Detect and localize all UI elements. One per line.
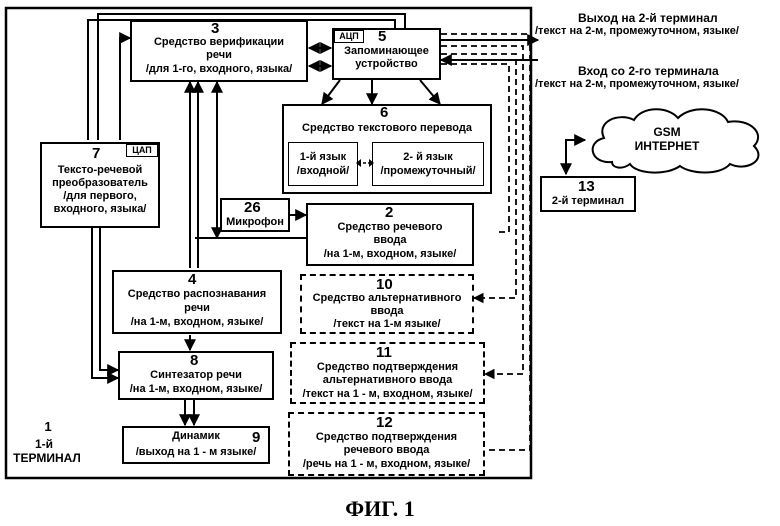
block-11-number: 11 — [376, 344, 392, 361]
block-6-first-language-line1: 1-й язык — [299, 151, 347, 163]
block-4-line3: /на 1-м, входном, языке/ — [130, 316, 264, 328]
terminal-1-label-line1: 1-й — [34, 437, 54, 451]
block-6-first-language-line2: /входной/ — [296, 165, 350, 177]
block-11-line1: Средство подтверждения — [316, 361, 459, 373]
block-12-line3: /речь на 1 - м, входном, языке/ — [302, 458, 471, 470]
block-10-alternative-input — [300, 274, 474, 334]
block-5-adc-tag: АЦП — [334, 30, 364, 43]
block-2-number: 2 — [385, 204, 394, 221]
block-3-number: 3 — [211, 20, 220, 37]
block-5-line1: Запоминающее — [344, 45, 429, 57]
block-9-line1: Динамик — [172, 430, 220, 442]
block-5-number: 5 — [378, 28, 387, 45]
block-11-line3: /текст на 1 - м, входном, языке/ — [302, 388, 473, 400]
terminal-1-label-line2: ТЕРМИНАЛ — [13, 451, 81, 465]
internet-label: ИНТЕРНЕТ — [634, 139, 700, 153]
terminal-1-number: 1 — [44, 419, 52, 434]
block-7-line4: входного, языка/ — [53, 203, 147, 215]
block-5-line2: устройство — [355, 58, 418, 70]
gsm-label: GSM — [653, 125, 681, 139]
figure-caption: ФИГ. 1 — [345, 496, 415, 521]
block-6-title: Средство текстового перевода — [302, 122, 472, 134]
block-8-line2: /на 1-м, входном, языке/ — [129, 383, 263, 395]
output-title: Выход на 2-й терминал — [578, 11, 718, 25]
block-3-line2: речи — [206, 49, 232, 61]
block-2-line2: ввода — [373, 234, 407, 246]
block-4-speech-recognition — [112, 270, 282, 334]
block-4-number: 4 — [188, 271, 197, 288]
block-7-number: 7 — [92, 145, 101, 162]
block-4-line2: речи — [184, 302, 210, 314]
block-6-bidirectional-arrow — [356, 159, 374, 167]
block-10-line3: /текст на 1-м языке/ — [333, 318, 441, 330]
block-2-speech-input — [306, 203, 474, 266]
block-9-speaker — [122, 426, 270, 464]
block-12-line1: Средство подтверждения — [315, 431, 458, 443]
block-9-line2: /выход на 1 - м языке/ — [135, 446, 257, 458]
block-10-line2: ввода — [370, 305, 404, 317]
gsm-cloud-shape — [591, 108, 760, 174]
block-7-dac-tag: ЦАП — [126, 144, 158, 157]
block-26-label: Микрофон — [226, 216, 284, 228]
block-6-second-language-line2: /промежуточный/ — [380, 165, 476, 177]
block-13-label: 2-й терминал — [551, 195, 625, 207]
block-3-line3: /для 1-го, входного, языка/ — [145, 63, 293, 75]
block-9-number: 9 — [252, 429, 261, 446]
block-12-line2: речевого ввода — [343, 444, 430, 456]
input-title: Вход со 2-го терминала — [578, 64, 719, 78]
block-6-first-language — [288, 142, 358, 186]
block-7-line3: /для первого, — [63, 190, 137, 202]
block-2-line3: /на 1-м, входном, языке/ — [323, 248, 457, 260]
block-26-microphone — [220, 198, 290, 232]
output-subtitle: /текст на 2-м, промежуточном, языке/ — [535, 25, 739, 37]
block-13-second-terminal — [540, 176, 636, 212]
block-10-line1: Средство альтернативного — [312, 292, 462, 304]
block-6-text-translation — [282, 104, 492, 194]
block-4-line1: Средство распознавания — [127, 288, 267, 300]
block-8-line1: Синтезатор речи — [150, 369, 242, 381]
block-11-line2: альтернативного ввода — [322, 374, 453, 386]
block-6-number: 6 — [380, 104, 389, 121]
block-8-number: 8 — [190, 352, 199, 369]
terminal-1-frame — [4, 6, 533, 480]
block-6-second-language — [372, 142, 484, 186]
block-5-memory — [332, 28, 441, 80]
block-12-speech-input-confirmation — [288, 412, 485, 476]
block-8-speech-synthesizer — [118, 351, 274, 400]
block-3-speech-verification — [130, 20, 308, 82]
block-7-line2: преобразователь — [52, 177, 148, 189]
block-26-number: 26 — [244, 199, 261, 216]
block-3-line1: Средство верификации — [153, 36, 285, 48]
block-11-alternative-input-confirmation — [290, 342, 485, 404]
input-subtitle: /текст на 2-м, промежуточном, языке/ — [535, 78, 739, 90]
block-7-line1: Тексто-речевой — [57, 164, 143, 176]
block-10-number: 10 — [376, 276, 393, 293]
block-12-number: 12 — [376, 414, 393, 431]
block-6-second-language-line1: 2- й язык — [403, 151, 453, 163]
block-2-line1: Средство речевого — [337, 221, 443, 233]
block-13-number: 13 — [578, 178, 595, 195]
